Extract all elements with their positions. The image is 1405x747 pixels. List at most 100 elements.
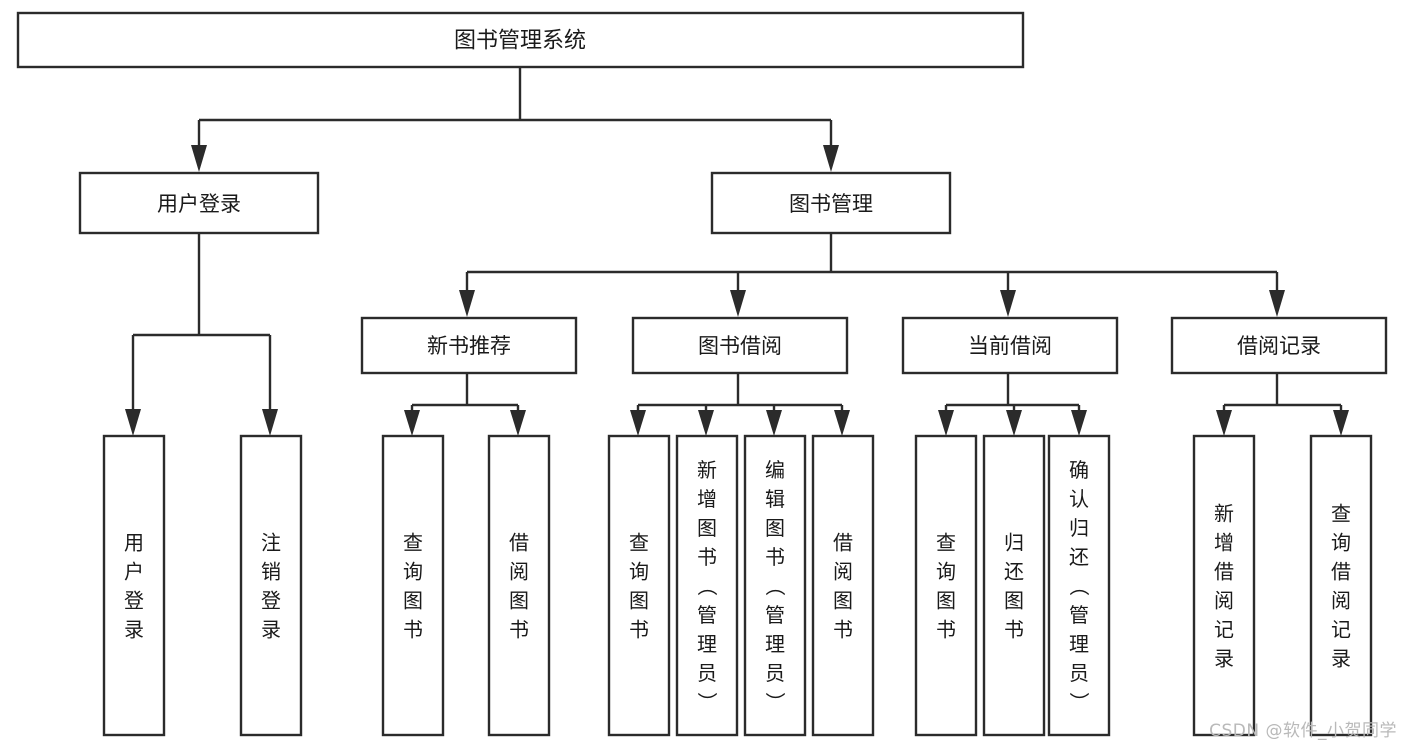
- leaf-records-2-box[interactable]: [1309, 434, 1373, 737]
- node-user-login-box[interactable]: [78, 171, 320, 235]
- svg-text:）: ）: [763, 692, 787, 712]
- leaf-borrow-3-box[interactable]: [743, 434, 807, 737]
- arrow-head-borrow-leaf-4: [834, 410, 850, 436]
- svg-text:编: 编: [765, 458, 785, 482]
- svg-text:记: 记: [1214, 618, 1234, 642]
- node-book-management-box[interactable]: [710, 171, 952, 235]
- svg-text:录: 录: [124, 618, 144, 642]
- svg-text:员: 员: [1069, 661, 1089, 685]
- svg-text:新: 新: [697, 458, 717, 482]
- svg-text:）: ）: [1067, 692, 1091, 712]
- arrow-head-records-leaf-1: [1216, 410, 1232, 436]
- arrow-head-current-leaf-2: [1006, 410, 1022, 436]
- node-user-login[interactable]: 用户登录: [78, 171, 320, 235]
- node-book-borrow[interactable]: 图书借阅: [631, 316, 849, 375]
- node-borrow-records[interactable]: 借阅记录: [1170, 316, 1388, 375]
- arrow-head-new-books-leaf-1: [404, 410, 420, 436]
- arrow-head-new-books-leaf-2: [510, 410, 526, 436]
- node-current-borrow[interactable]: 当前借阅: [901, 316, 1119, 375]
- node-current-borrow-box[interactable]: [901, 316, 1119, 375]
- node-root-label: 图书管理系统: [454, 29, 586, 54]
- leaf-current-3-box[interactable]: [1047, 434, 1111, 737]
- leaf-current-1-box[interactable]: [914, 434, 978, 737]
- node-root[interactable]: 图书管理系统: [16, 11, 1025, 69]
- arrow-head-new-books: [459, 290, 475, 317]
- leaf-user-login-1-box[interactable]: [102, 434, 166, 737]
- leaf-new-books-2-box[interactable]: [487, 434, 551, 737]
- svg-text:书: 书: [1004, 618, 1024, 642]
- svg-text:阅: 阅: [509, 560, 529, 584]
- node-root-box[interactable]: [16, 11, 1025, 69]
- svg-text:书: 书: [833, 618, 853, 642]
- svg-text:借: 借: [833, 531, 853, 555]
- leaf-borrow-1-box[interactable]: [607, 434, 671, 737]
- svg-text:（: （: [1067, 576, 1091, 596]
- node-current-borrow-label: 当前借阅: [968, 334, 1052, 358]
- leaf-user-login-1-label: 用户登录: [124, 531, 144, 642]
- svg-text:增: 增: [1214, 531, 1234, 555]
- arrow-head-records: [1269, 290, 1285, 317]
- arrow-head-borrow-leaf-2: [698, 410, 714, 436]
- svg-text:认: 认: [1069, 487, 1089, 511]
- svg-text:查: 查: [403, 531, 423, 555]
- leaf-borrow-4-box[interactable]: [811, 434, 875, 737]
- node-new-book-recommend-box[interactable]: [360, 316, 578, 375]
- node-borrow-records-box[interactable]: [1170, 316, 1388, 375]
- svg-text:图: 图: [1004, 589, 1024, 613]
- node-book-management[interactable]: 图书管理: [710, 171, 952, 235]
- node-book-management-label: 图书管理: [789, 192, 873, 216]
- svg-text:登: 登: [124, 589, 144, 613]
- leaf-records-1-box[interactable]: [1192, 434, 1256, 737]
- svg-text:图: 图: [629, 589, 649, 613]
- svg-text:图: 图: [765, 516, 785, 540]
- svg-text:销: 销: [261, 560, 281, 584]
- svg-text:阅: 阅: [1214, 589, 1234, 613]
- svg-text:询: 询: [629, 560, 649, 584]
- svg-text:阅: 阅: [833, 560, 853, 584]
- svg-text:还: 还: [1004, 560, 1024, 584]
- svg-text:书: 书: [936, 618, 956, 642]
- svg-text:录: 录: [1331, 647, 1351, 671]
- node-book-borrow-box[interactable]: [631, 316, 849, 375]
- node-new-book-recommend-label: 新书推荐: [427, 334, 511, 358]
- arrow-head-borrow-leaf-3: [766, 410, 782, 436]
- svg-text:用: 用: [124, 531, 144, 555]
- svg-text:（: （: [695, 576, 719, 596]
- leaf-current-2-box[interactable]: [982, 434, 1046, 737]
- svg-text:查: 查: [629, 531, 649, 555]
- svg-text:管: 管: [697, 603, 717, 627]
- svg-text:借: 借: [509, 531, 529, 555]
- svg-text:归: 归: [1069, 516, 1089, 540]
- svg-text:还: 还: [1069, 545, 1089, 569]
- leaf-user-login-1[interactable]: 用户登录: [102, 434, 166, 737]
- svg-text:图: 图: [936, 589, 956, 613]
- arrow-head-user-login-leaf-2: [262, 409, 278, 436]
- leaf-user-login-2-box[interactable]: [239, 434, 303, 737]
- leaf-new-books-1-box[interactable]: [381, 434, 445, 737]
- svg-text:增: 增: [697, 487, 717, 511]
- leaf-borrow-2-box[interactable]: [675, 434, 739, 737]
- node-new-book-recommend[interactable]: 新书推荐: [360, 316, 578, 375]
- svg-text:图: 图: [403, 589, 423, 613]
